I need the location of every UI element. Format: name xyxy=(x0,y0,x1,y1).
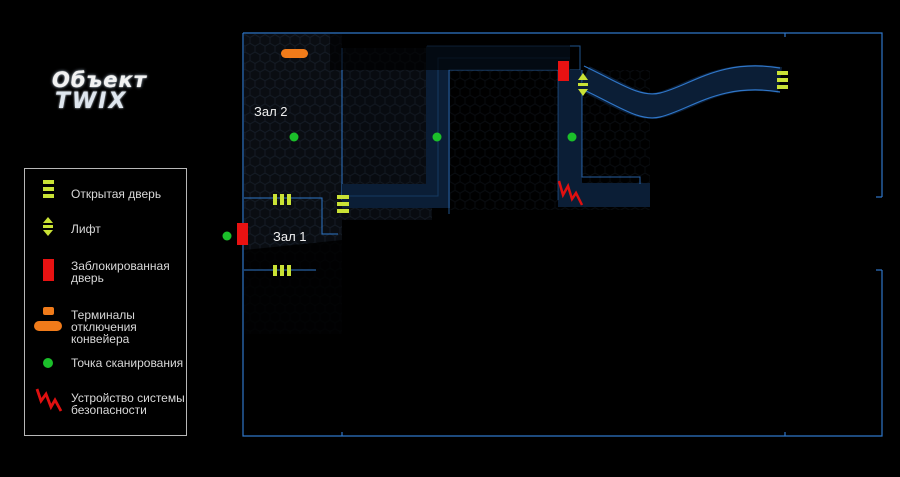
elevator-icon xyxy=(43,217,53,236)
elevator-icon xyxy=(578,73,588,96)
open-door-icon xyxy=(337,195,349,213)
open-door-icon xyxy=(273,265,291,276)
open-door-icon xyxy=(273,194,291,205)
legend-label: Лифт xyxy=(71,222,101,236)
shadow-overlay xyxy=(330,34,570,70)
facility-name: TWIX xyxy=(55,89,128,114)
scan-point-icon xyxy=(432,132,442,142)
locked-door-icon xyxy=(558,61,569,81)
security-device-icon xyxy=(557,180,584,206)
scan-point-icon xyxy=(289,132,299,142)
legend-label: Устройство системы безопасности xyxy=(71,391,185,417)
locked-door-icon xyxy=(237,223,248,245)
scan-point-icon xyxy=(222,231,232,241)
conveyor-terminal-icon xyxy=(34,307,62,331)
legend-label: Точка сканирования xyxy=(71,356,184,370)
open-door-icon xyxy=(777,71,788,89)
locked-door-icon xyxy=(43,259,54,281)
room-label-hall-1: Зал 1 xyxy=(273,229,307,244)
scan-point-icon xyxy=(567,132,577,142)
legend-label: Заблокированная дверь xyxy=(71,259,170,285)
map-legend: Открытая дверь Лифт Заблокированная двер… xyxy=(24,168,187,436)
facility-title: Объект xyxy=(52,68,147,92)
legend-label: Открытая дверь xyxy=(71,187,162,201)
legend-label: Терминалы отключения конвейера xyxy=(71,308,137,346)
room-label-hall-2: Зал 2 xyxy=(254,104,288,119)
security-device-icon xyxy=(35,388,63,412)
scan-point-icon xyxy=(43,358,53,368)
conveyor-terminal-icon xyxy=(281,49,308,58)
open-door-icon xyxy=(43,180,54,198)
